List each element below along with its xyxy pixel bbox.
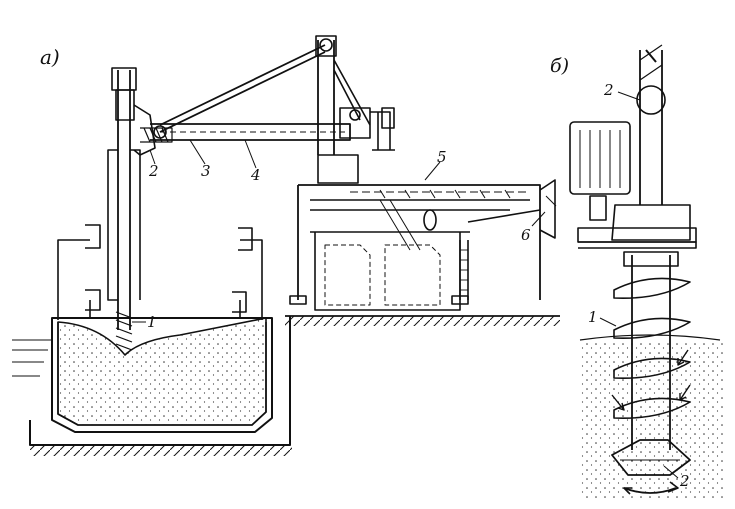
basin-floor-hatch — [30, 446, 292, 456]
callout-a-6: 6 — [521, 226, 531, 244]
winch-block — [339, 107, 371, 139]
hopper-outline — [324, 244, 441, 306]
tube-guide — [107, 149, 141, 301]
soil-b — [580, 340, 725, 500]
panel-b-label: б) — [550, 55, 569, 77]
gearbox — [611, 204, 691, 241]
motor-body — [569, 121, 631, 195]
auger-shaft-top — [639, 50, 663, 205]
boom-pulley — [319, 38, 333, 52]
mast — [317, 40, 335, 155]
auger-collar — [623, 251, 679, 267]
discharge-flap — [539, 179, 556, 239]
top-helix — [639, 44, 663, 81]
screw-tip — [115, 311, 133, 351]
helix-flights — [613, 277, 691, 419]
flap-lever — [545, 195, 557, 207]
arrow-tail-bottom — [623, 487, 632, 495]
leader-lines-a — [132, 139, 546, 323]
suction-tube — [117, 70, 131, 330]
rotation-arrow-top — [645, 49, 657, 63]
sand-fill — [57, 317, 267, 426]
conveyor-idler — [423, 209, 437, 231]
hull-frame-left — [57, 224, 101, 320]
conveyor-flights — [379, 189, 511, 199]
leader-lines-b — [599, 91, 679, 479]
callout-a-2: 2 — [148, 162, 159, 180]
gantry-frame — [297, 184, 541, 300]
motor-fins — [579, 130, 621, 188]
cutter-head — [611, 439, 691, 476]
water-surface — [12, 339, 52, 377]
ladder-rungs — [460, 249, 468, 291]
callout-b-2-top: 2 — [603, 81, 614, 99]
arrow-head-bottom — [667, 481, 679, 493]
ground-hatch — [285, 316, 560, 326]
gantry-slope — [467, 209, 541, 223]
callout-a-1: 1 — [147, 313, 157, 331]
callout-a-5: 5 — [437, 148, 447, 166]
top-swivel — [636, 85, 666, 115]
gantry-box — [314, 232, 461, 311]
soil-flow-arrows — [611, 349, 691, 411]
hull-frame-right-low — [232, 291, 247, 318]
basin-wall — [29, 316, 291, 446]
callout-b-2-bottom: 2 — [679, 472, 690, 490]
bend-housing — [133, 104, 156, 156]
counterweight — [381, 107, 395, 129]
rear-strut — [370, 111, 395, 151]
pontoon-hull — [51, 317, 273, 433]
operator-cab — [317, 154, 359, 184]
discharge-pipe — [150, 123, 351, 141]
mast-head — [315, 35, 337, 57]
gantry-wheel-left — [289, 295, 307, 305]
motor-coupling — [589, 195, 607, 221]
panel-a-label: a) — [40, 45, 60, 69]
boom-tie — [159, 44, 326, 133]
mast-brace — [333, 59, 371, 126]
gantry-wheel-right — [451, 295, 469, 305]
gantry-beams — [310, 209, 510, 233]
flange-base — [578, 241, 697, 249]
winch-drum — [349, 109, 361, 121]
callout-a-4: 4 — [250, 166, 261, 184]
rotation-arrow-bottom — [623, 487, 677, 494]
callout-a-3: 3 — [201, 162, 211, 180]
panel-a-drawing — [12, 35, 560, 456]
hull-frame-left-low — [85, 289, 101, 318]
callout-b-1: 1 — [588, 308, 598, 326]
ground-b — [579, 334, 721, 341]
pipe-hinge — [153, 125, 167, 139]
hull-frame-right — [238, 227, 263, 320]
chute — [379, 199, 421, 251]
tube-head — [111, 67, 137, 91]
panel-b-drawing — [569, 44, 725, 500]
